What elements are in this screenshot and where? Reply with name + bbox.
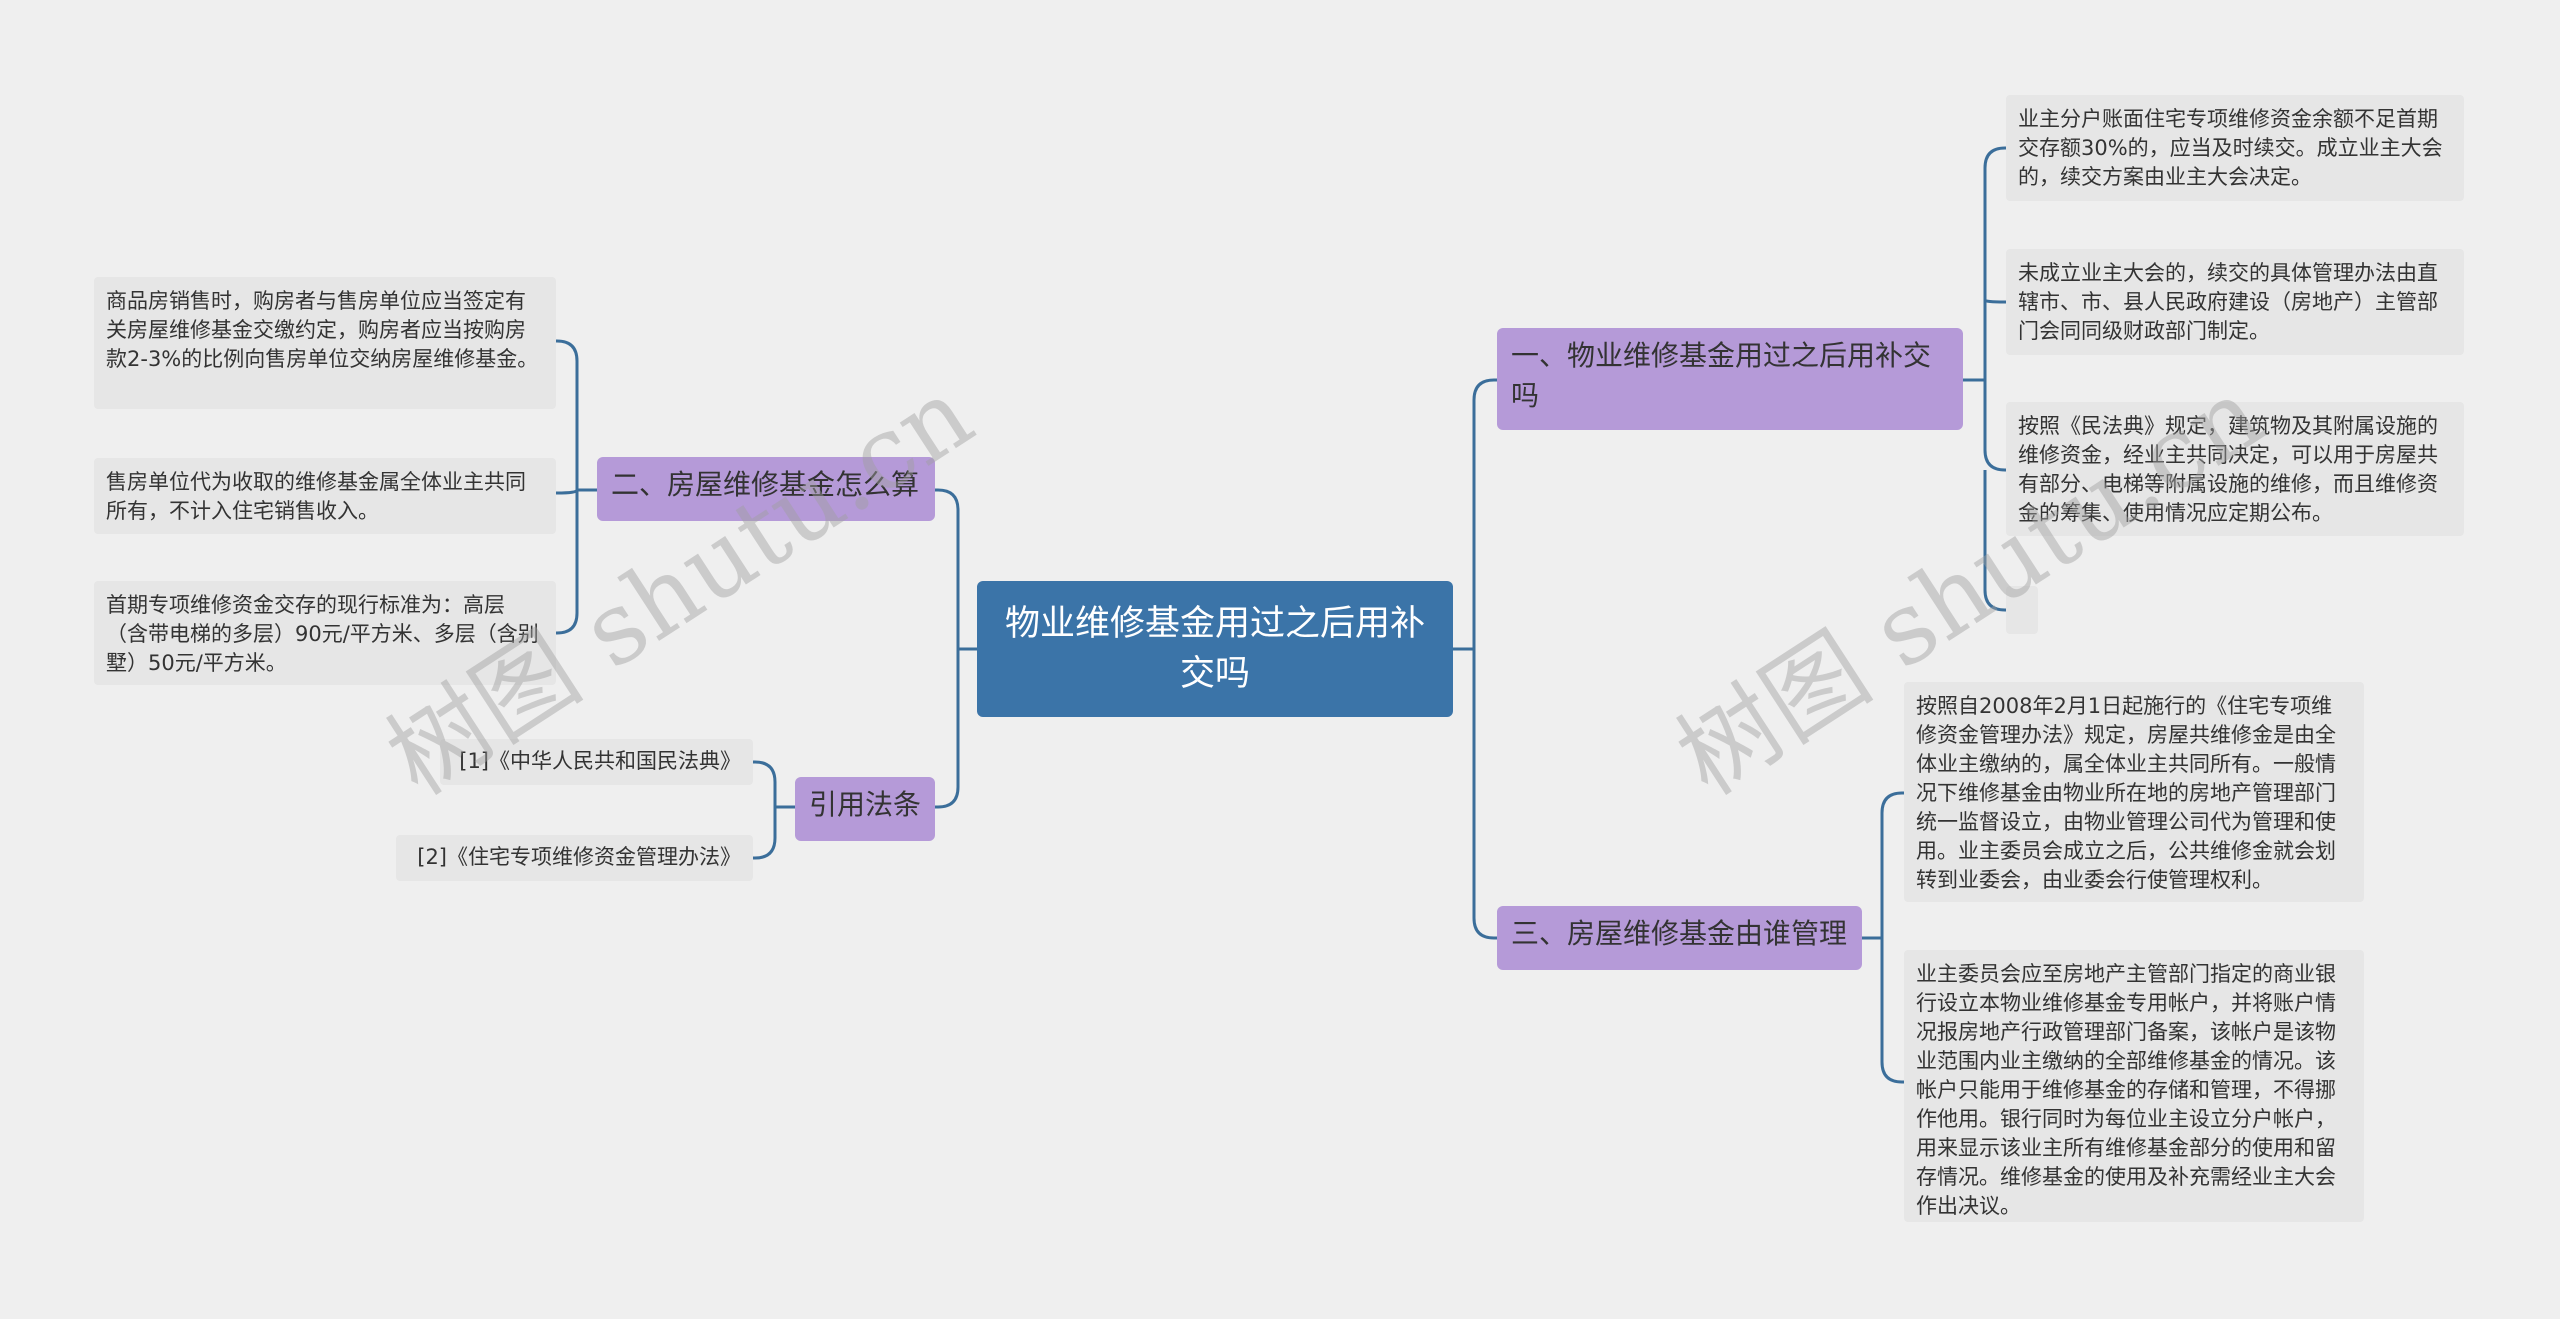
leaf-text: 首期专项维修资金交存的现行标准为：高层（含带电梯的多层）90元/平方米、多层（含…: [106, 593, 539, 675]
root-topic-label: 物业维修基金用过之后用补交吗: [1004, 604, 1425, 694]
root-topic[interactable]: 物业维修基金用过之后用补交吗: [977, 581, 1453, 717]
connector-b2-leaves: [556, 339, 597, 635]
leaf-text: 按照自2008年2月1日起施行的《住宅专项维修资金管理办法》规定，房屋共维修金是…: [1916, 694, 2336, 892]
branch-2-leaf-1[interactable]: 商品房销售时，购房者与售房单位应当签定有关房屋维修基金交缴约定，购房者应当按购房…: [94, 277, 556, 409]
connector-left-trunk: [933, 488, 960, 809]
branch-1-leaf-4-empty[interactable]: [2006, 586, 2038, 634]
leaf-text: 售房单位代为收取的维修基金属全体业主共同所有，不计入住宅销售收入。: [106, 470, 526, 523]
connector-right-trunk: [1472, 378, 1497, 940]
branch-3-label: 三、房屋维修基金由谁管理: [1511, 917, 1848, 950]
branch-2-leaf-3[interactable]: 首期专项维修资金交存的现行标准为：高层（含带电梯的多层）90元/平方米、多层（含…: [94, 581, 556, 685]
branch-2-label: 二、房屋维修基金怎么算: [611, 468, 920, 501]
connector-b4-refs: [753, 760, 795, 860]
reference-text: [1]《中华人民共和国民法典》: [459, 749, 741, 773]
branch-2-topic[interactable]: 二、房屋维修基金怎么算: [597, 457, 935, 521]
leaf-text: 商品房销售时，购房者与售房单位应当签定有关房屋维修基金交缴约定，购房者应当按购房…: [106, 289, 539, 371]
reference-2[interactable]: [2]《住宅专项维修资金管理办法》: [396, 835, 753, 881]
leaf-text: 未成立业主大会的，续交的具体管理办法由直辖市、市、县人民政府建设（房地产）主管部…: [2018, 261, 2438, 343]
branch-4-label: 引用法条: [809, 788, 922, 821]
branch-3-leaf-2[interactable]: 业主委员会应至房地产主管部门指定的商业银行设立本物业维修基金专用帐户，并将账户情…: [1904, 950, 2364, 1222]
branch-3-leaf-1[interactable]: 按照自2008年2月1日起施行的《住宅专项维修资金管理办法》规定，房屋共维修金是…: [1904, 682, 2364, 902]
branch-1-label: 一、物业维修基金用过之后用补交吗: [1511, 339, 1932, 412]
reference-text: [2]《住宅专项维修资金管理办法》: [417, 845, 741, 869]
branch-1-leaf-2[interactable]: 未成立业主大会的，续交的具体管理办法由直辖市、市、县人民政府建设（房地产）主管部…: [2006, 249, 2464, 355]
branch-1-topic[interactable]: 一、物业维修基金用过之后用补交吗: [1497, 328, 1963, 430]
branch-3-topic[interactable]: 三、房屋维修基金由谁管理: [1497, 906, 1862, 970]
branch-1-leaf-3[interactable]: 按照《民法典》规定，建筑物及其附属设施的维修资金，经业主共同决定，可以用于房屋共…: [2006, 402, 2464, 536]
branch-4-topic[interactable]: 引用法条: [795, 777, 935, 841]
leaf-text: 业主分户账面住宅专项维修资金余额不足首期交存额30%的，应当及时续交。成立业主大…: [2018, 107, 2443, 189]
connector-b1-leaves: [1963, 146, 2006, 612]
branch-2-leaf-2[interactable]: 售房单位代为收取的维修基金属全体业主共同所有，不计入住宅销售收入。: [94, 458, 556, 534]
leaf-text: 业主委员会应至房地产主管部门指定的商业银行设立本物业维修基金专用帐户，并将账户情…: [1916, 962, 2336, 1218]
reference-1[interactable]: [1]《中华人民共和国民法典》: [440, 739, 753, 785]
branch-1-leaf-1[interactable]: 业主分户账面住宅专项维修资金余额不足首期交存额30%的，应当及时续交。成立业主大…: [2006, 95, 2464, 201]
connector-b3-leaves: [1862, 791, 1904, 1084]
leaf-text: 按照《民法典》规定，建筑物及其附属设施的维修资金，经业主共同决定，可以用于房屋共…: [2018, 414, 2438, 525]
